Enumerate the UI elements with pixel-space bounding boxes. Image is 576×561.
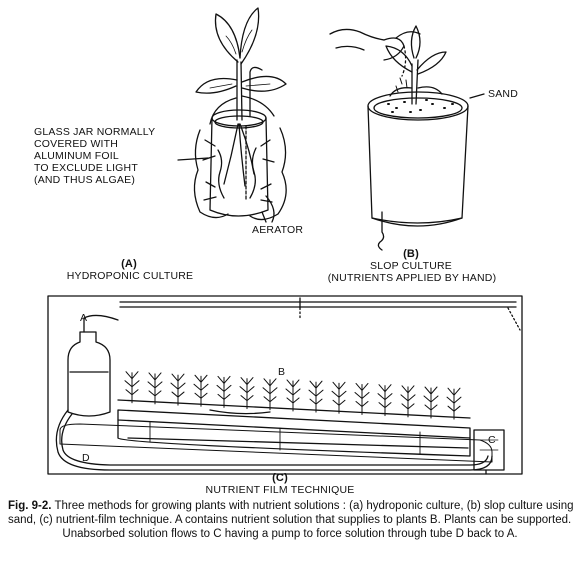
panel-b-title: SLOP CULTURE xyxy=(370,260,452,272)
nft-seedling xyxy=(400,385,416,418)
hydroponic-plant-leaves xyxy=(195,7,287,125)
nft-seedling xyxy=(239,377,255,410)
nft-seedling xyxy=(423,386,439,419)
nft-seedling xyxy=(262,378,278,411)
nft-label-b: B xyxy=(278,366,286,378)
caption-line-1: Three methods for growing plants with nu… xyxy=(54,500,574,512)
figure-number: Fig. 9-2. xyxy=(8,500,52,512)
nft-seedling xyxy=(170,373,186,406)
aerator-label: AERATOR xyxy=(252,224,304,236)
pouring-hand xyxy=(329,28,421,93)
jar-note-line: ALUMINUM FOIL xyxy=(34,150,119,162)
nft-reservoir-bottle xyxy=(67,314,119,417)
nft-seedling xyxy=(193,374,209,407)
jar-leader-line xyxy=(177,157,209,161)
aerator-leader-line xyxy=(261,211,267,223)
nft-seedling xyxy=(354,382,370,415)
panel-a-letter: (A) xyxy=(121,258,137,270)
panel-b-letter: (B) xyxy=(403,248,419,260)
panel-c-title: NUTRIENT FILM TECHNIQUE xyxy=(205,484,355,496)
nft-greenhouse-frame xyxy=(47,295,523,475)
nft-seedling xyxy=(216,375,232,408)
sand-label: SAND xyxy=(488,88,518,100)
jar-note-line: (AND THUS ALGAE) xyxy=(34,174,136,186)
nft-seedling xyxy=(308,380,324,413)
nft-return-tube xyxy=(55,409,493,471)
nft-seedling xyxy=(446,387,462,420)
nft-label-d: D xyxy=(82,452,90,464)
caption-line-3: Unabsorbed solution flows to C having a … xyxy=(62,528,518,540)
slop-culture-plant xyxy=(385,25,447,105)
panel-a-title: HYDROPONIC CULTURE xyxy=(66,270,194,282)
jar-note: GLASS JAR NORMALLY COVERED WITH ALUMINUM… xyxy=(34,126,155,186)
figure-caption: Fig. 9-2. Three methods for growing plan… xyxy=(8,499,574,541)
jar-note-line: GLASS JAR NORMALLY xyxy=(34,126,156,138)
caption-line-2: sand, (c) nutrient-film technique. A con… xyxy=(8,514,572,526)
panel-b-subtitle: (NUTRIENTS APPLIED BY HAND) xyxy=(327,272,497,284)
nft-seedling xyxy=(331,381,347,414)
nft-label-a: A xyxy=(80,312,88,324)
jar-note-line: TO EXCLUDE LIGHT xyxy=(34,162,138,174)
hydroponic-jar xyxy=(193,59,287,223)
nft-trough xyxy=(59,399,493,463)
nft-label-c: C xyxy=(488,434,496,446)
sand-leader-line xyxy=(469,93,485,99)
nft-plant-row xyxy=(124,371,462,420)
nft-seedling xyxy=(377,384,393,417)
jar-note-line: COVERED WITH xyxy=(34,138,119,150)
nft-seedling xyxy=(285,379,301,412)
nft-seedling xyxy=(147,372,163,405)
slop-culture-pot xyxy=(367,91,469,251)
panel-c-letter: (C) xyxy=(272,472,288,484)
nft-pump-box xyxy=(473,429,505,475)
nft-seedling xyxy=(124,371,140,404)
